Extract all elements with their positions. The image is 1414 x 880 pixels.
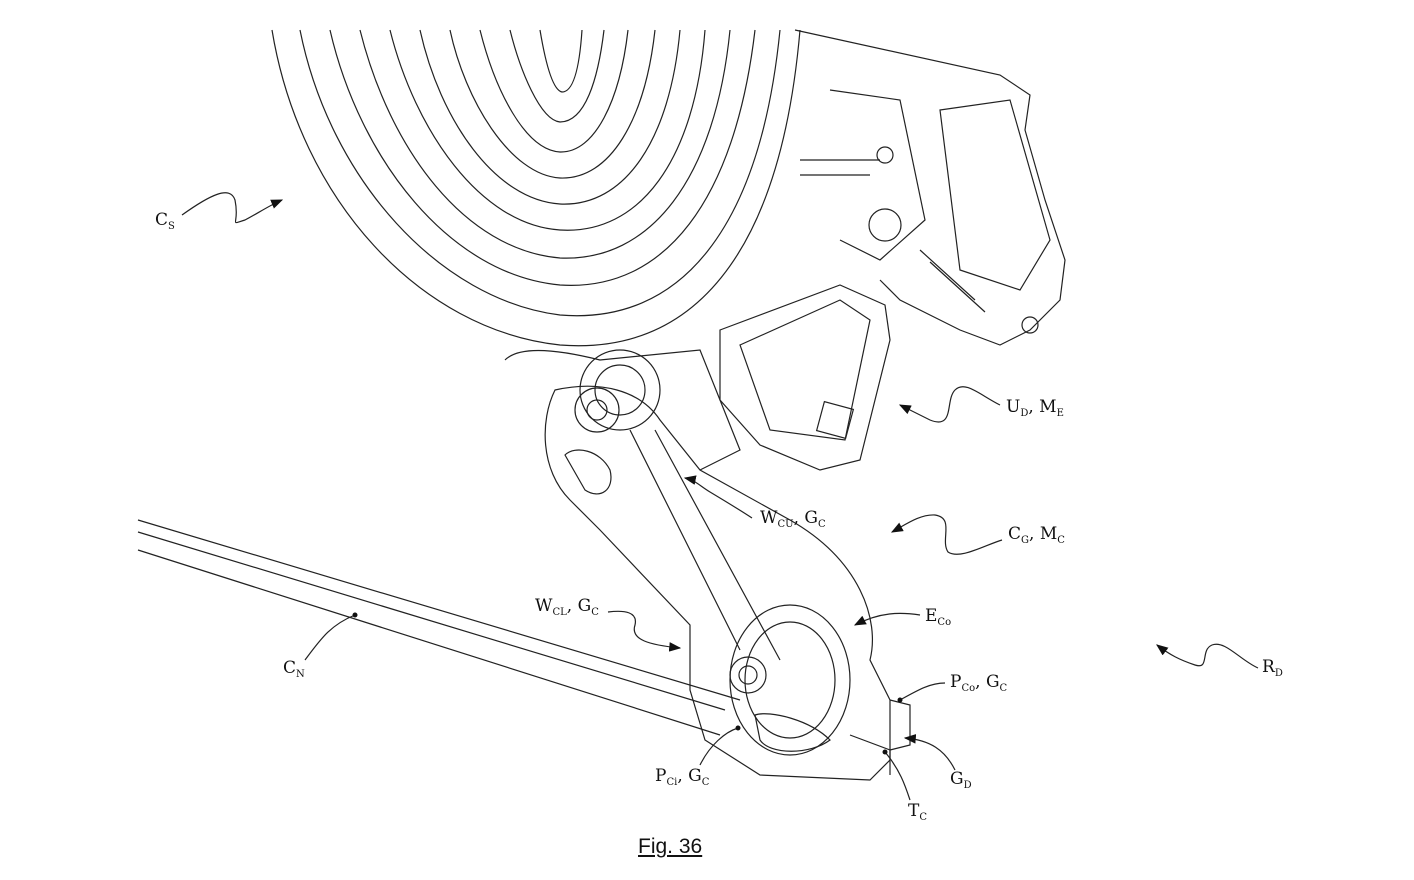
derailleur-body bbox=[504, 29, 1066, 471]
label-lower-cage-wall: WCL, GC bbox=[535, 596, 599, 618]
cassette bbox=[271, 29, 801, 347]
label-upper-cage-wall: WCU, GC bbox=[760, 508, 826, 530]
leader-lines bbox=[181, 192, 1259, 801]
label-cage-gap: CG, MC bbox=[1008, 524, 1065, 546]
chain bbox=[137, 519, 741, 736]
label-guide: GD bbox=[950, 769, 972, 791]
label-chain: CN bbox=[283, 658, 305, 680]
chain-cage bbox=[544, 385, 911, 781]
figure-caption: Fig. 36 bbox=[638, 835, 703, 858]
label-inner-cage-plate: PCi, GC bbox=[655, 766, 710, 788]
label-cassette: CS bbox=[155, 210, 175, 232]
label-cage-tip: TC bbox=[908, 801, 927, 823]
label-derailleur-motor: UD, ME bbox=[1006, 397, 1064, 419]
label-outer-cage-plate: PCo, GC bbox=[950, 672, 1008, 694]
label-cage-edge: ECo bbox=[925, 606, 952, 628]
label-rear-derailleur: RD bbox=[1262, 657, 1283, 679]
